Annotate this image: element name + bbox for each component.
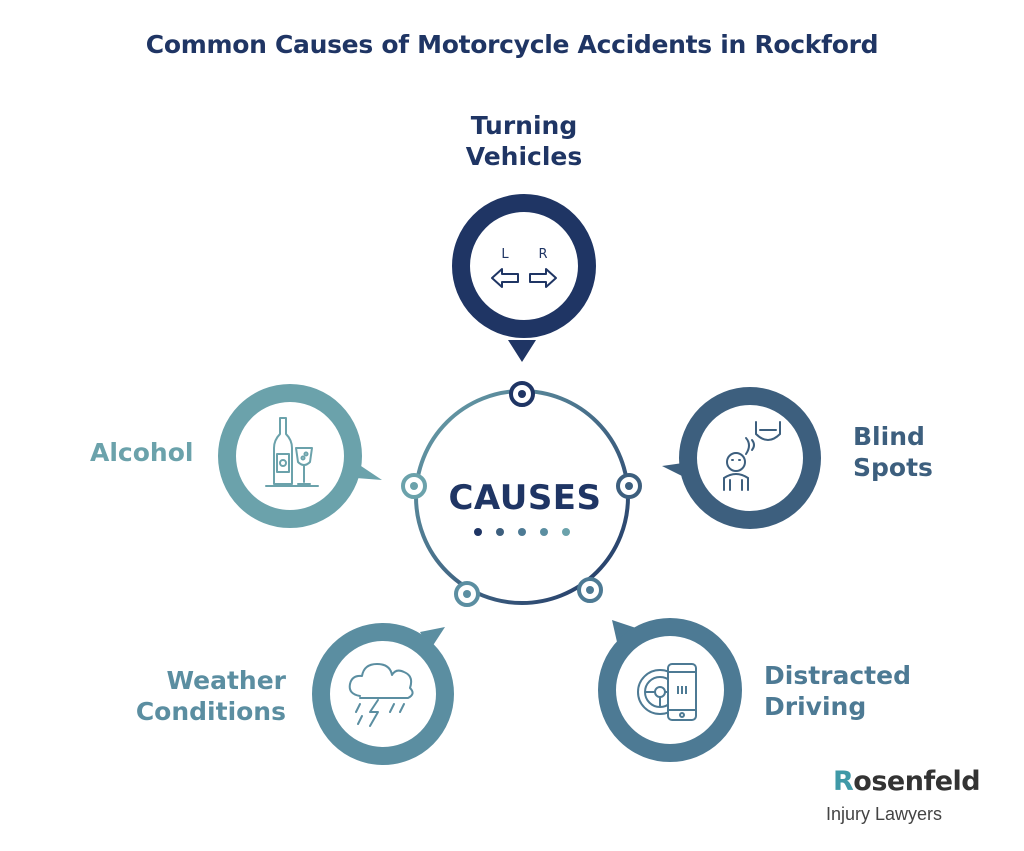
logo-name-rest: osenfeld (853, 766, 981, 797)
logo-subtitle: Injury Lawyers (826, 804, 943, 824)
logo-initial: R (833, 766, 854, 797)
label-blind-spots: Blind Spots (853, 422, 933, 482)
logo-name: Rosenfeld (833, 766, 981, 797)
ring-node-bottom-right (577, 577, 603, 603)
center-dots (474, 528, 570, 536)
page-title: Common Causes of Motorcycle Accidents in… (145, 30, 879, 59)
label-weather-conditions: Weather Conditions (135, 666, 286, 726)
ring-node-bottom-left (454, 581, 480, 607)
ring-node-top (509, 381, 535, 407)
label-turning-vehicles: Turning Vehicles (465, 111, 583, 171)
phone-steering-wheel-icon (637, 663, 697, 721)
bubble-turning-vehicles (452, 194, 596, 362)
label-alcohol: Alcohol (90, 438, 194, 467)
icon-letter-r: R (538, 247, 547, 262)
label-distracted-driving: Distracted Driving (764, 661, 911, 721)
bubble-weather-conditions (312, 623, 454, 765)
ring-node-right (616, 473, 642, 499)
bottle-wine-glass-icon (265, 417, 319, 487)
center-causes-label: CAUSES (448, 478, 602, 518)
blind-spot-driver-icon (723, 421, 781, 491)
turn-signal-arrows-icon: L R (491, 247, 557, 288)
bubble-blind-spots (662, 387, 821, 529)
ring-node-left (401, 473, 427, 499)
storm-cloud-icon (348, 663, 414, 727)
icon-letter-l: L (501, 247, 509, 262)
